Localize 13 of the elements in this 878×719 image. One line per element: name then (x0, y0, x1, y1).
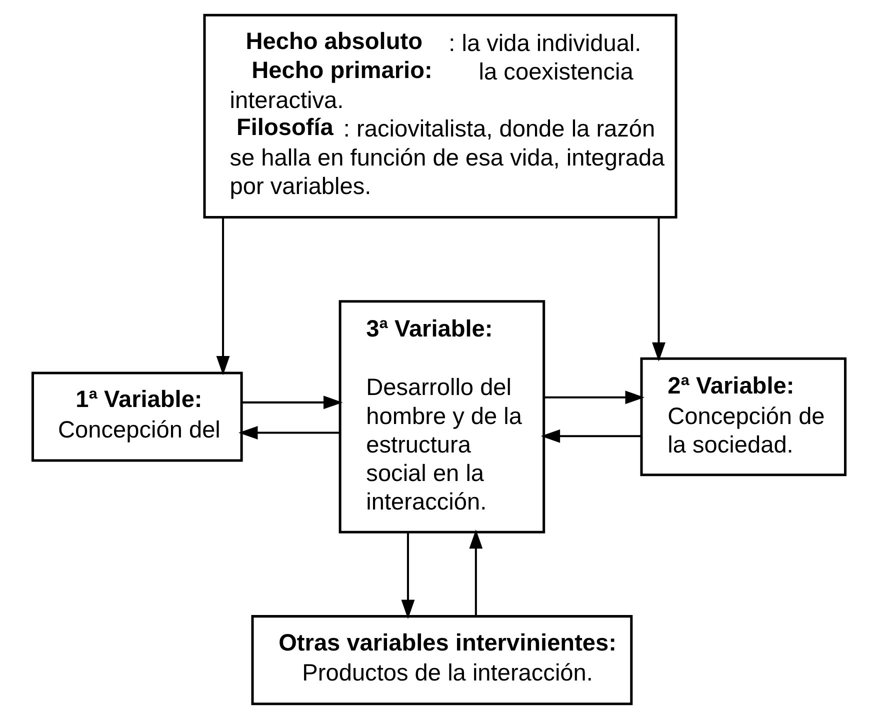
arrow (216, 218, 230, 376)
node-box: 3ª Variable: Desarrollo del hombre y de la estructura social en la interacción. (338, 300, 546, 534)
arrow (540, 429, 642, 443)
node-box: 1ª Variable: Concepción del (31, 372, 243, 462)
node-box: Otras variables intervinientes: Productos de la interacción. (251, 615, 633, 706)
arrow (652, 218, 666, 362)
arrow (401, 532, 415, 619)
arrow (544, 390, 644, 404)
arrow (238, 426, 340, 440)
arrow (469, 529, 483, 616)
arrow (242, 396, 343, 410)
node-box: 2ª Variable: Concepción de la sociedad. (640, 357, 847, 476)
node-box: Hecho absoluto: la vida individual. Hecho primario: la coexistencia interactiva. Filosofía: raciovitalista, donde la razón se halla en función de esa vida, integrada por variables. (203, 14, 678, 218)
